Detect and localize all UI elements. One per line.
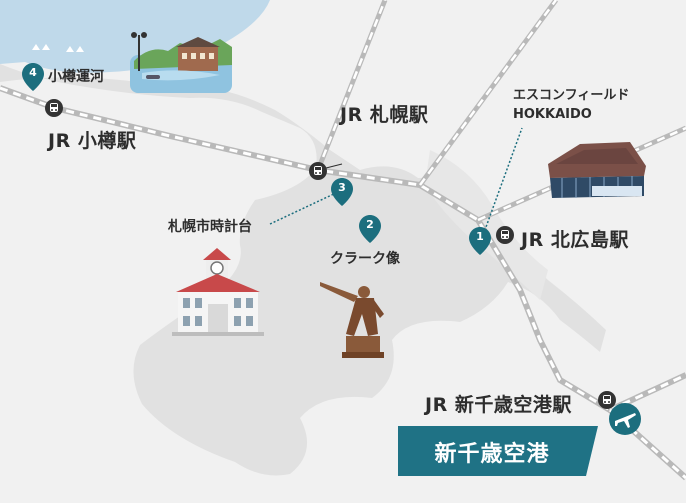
airport-banner[interactable]: 新千歳空港 [398, 426, 600, 476]
spot-label-clark-statue: クラーク像 [330, 251, 400, 267]
spot-label-otaru-canal: 小樽運河 [48, 69, 104, 85]
station-label-sapporo: JR 札幌駅 [340, 104, 429, 126]
train-icon [309, 162, 327, 180]
pin-otaru-canal[interactable]: 4 [22, 63, 44, 91]
banner-shape [398, 426, 598, 476]
airplane-icon [609, 403, 641, 435]
map-pin-icon [469, 227, 491, 255]
map-pin-icon [359, 215, 381, 243]
spot-label-clock-tower: 札幌市時計台 [168, 219, 252, 235]
station-label-shinchitose: JR 新千歳空港駅 [425, 394, 572, 416]
leader-line-es-con [481, 127, 523, 239]
venue-name-line2: HOKKAIDO [513, 107, 592, 122]
spot-label-es-con-field: エスコンフィールド HOKKAIDO [513, 86, 629, 124]
station-label-otaru: JR 小樽駅 [48, 130, 137, 152]
land-area [0, 64, 606, 476]
otaru-canal-illustration [130, 32, 232, 93]
train-icon [45, 99, 63, 117]
leader-line-clock-tower [269, 191, 339, 225]
venue-name-line1: エスコンフィールド [513, 88, 630, 103]
pin-clark-statue[interactable]: 2 [359, 215, 381, 243]
pin-clock-tower[interactable]: 3 [331, 178, 353, 206]
pin-number: 2 [366, 218, 374, 231]
pin-number: 1 [476, 230, 484, 243]
pin-es-con-field[interactable]: 1 [469, 227, 491, 255]
clark-statue-illustration [320, 282, 384, 358]
pin-number: 3 [338, 181, 346, 194]
pin-number: 4 [29, 66, 37, 79]
train-icon [598, 391, 616, 409]
es-con-field-illustration [548, 142, 646, 198]
train-icon [496, 226, 514, 244]
map-pin-icon [331, 178, 353, 206]
station-label-kitahiroshima: JR 北広島駅 [521, 229, 629, 251]
clock-tower-illustration [172, 248, 264, 336]
seagulls-icon [32, 44, 84, 52]
map-pin-icon [22, 63, 44, 91]
airport-name: 新千歳空港 [434, 442, 550, 467]
